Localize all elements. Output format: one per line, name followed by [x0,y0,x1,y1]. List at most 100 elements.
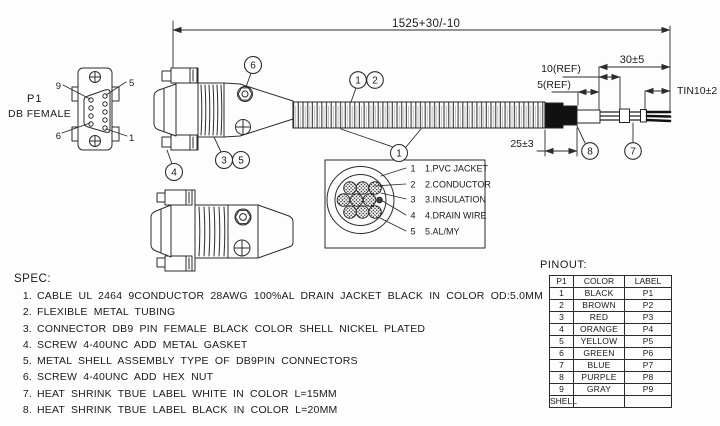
svg-text:3: 3 [221,156,227,167]
cable-end-detail [544,102,672,129]
dim-10ref-text: 10(REF) [541,63,581,75]
pinout-header-label: LABEL [624,275,672,288]
svg-text:6: 6 [250,61,256,72]
jack-screw-bottom [161,134,198,151]
dimension-lines: 1525+30/-10 30±5 10(REF) 5(REF) TIN10±2 … [172,18,717,157]
balloon-6: 6 [243,55,263,75]
db9-face-tab-left-top [71,86,79,102]
jack-screw-top [161,67,198,84]
pinout-header-color: COLOR [573,275,625,288]
callout-balloons: 6 1 2 3 5 4 8 7 [164,55,642,182]
legend-num-2: 2 [410,180,415,190]
svg-text:5: 5 [238,156,244,167]
balloon-8: 8 [581,142,599,160]
legend-num-4: 4 [410,211,415,221]
db9-face-view: 9 5 6 1 P1 DB FEMALE [8,67,134,151]
db9-d-shell-outline [83,89,111,133]
jack-screw-bottom-2 [156,255,193,272]
dim-overall-text: 1525+30/-10 [392,18,460,30]
legend-text-almy: 5.AL/MY [425,227,460,237]
back-shell [223,82,294,138]
pin-label-9: 9 [56,81,61,92]
spec-title: SPEC: [14,273,52,285]
legend-text-pvc: 1.PVC JACKET [425,164,489,174]
pin-label-6: 6 [56,131,61,142]
db9-pin-leaders [61,81,128,137]
strain-relief-rings-2 [194,204,229,259]
legend-text-conductor: 2.CONDUCTOR [425,180,491,190]
legend-text-insulation: 3.INSULATION [425,195,486,205]
legend-num-5: 5 [410,227,415,237]
pin-label-1: 1 [129,133,134,144]
db9-face-tab-right-bottom [111,126,120,142]
connector-side-view-bottom [150,189,294,272]
dim-5ref-text: 5(REF) [537,79,571,91]
conductor-circles [336,181,382,219]
heat-shrink-black [544,102,578,129]
dim-25-text: 25±3 [510,138,533,150]
back-cone-2 [257,204,294,259]
db9-face-screw-bottom [89,135,101,147]
spec-notes: SPEC: 1.CABLE UL 2464 9CONDUCTOR 28AWG 1… [14,273,544,418]
dim-tin-text: TIN10±2 [677,85,717,97]
svg-text:1: 1 [355,76,361,87]
drain-wire-dot [376,196,383,204]
hex-nut-2 [234,208,252,226]
connector-designator: P1 [27,93,42,105]
cross-section-detail: 1 1 2 3 4 5 1.PVC JACKET 2.CONDUCTOR 3.I… [324,128,491,249]
pinout-header-row: P1 COLOR LABEL [549,275,672,288]
connector-front-shell [153,83,177,137]
hex-screw [237,86,253,102]
connector-side-view-top [153,67,294,151]
wire-label-sleeve-1 [619,108,630,123]
pinout-header-pin: P1 [549,275,574,288]
svg-text:2: 2 [372,76,378,87]
db9-face-tab-right-top [111,86,120,102]
spec-item-7: 7.HEAT SHRINK TBUE LABEL WHITE IN COLOR … [22,387,337,400]
balloon-5: 5 [231,150,251,170]
flexible-metal-tubing [292,101,546,129]
jack-screw-top-2 [156,189,193,206]
svg-text:1: 1 [396,149,402,160]
balloon-7: 7 [624,142,642,160]
phillips-screw-2 [233,239,251,257]
balloon-3: 3 [214,150,234,170]
spec-item-1: 1.CABLE UL 2464 9CONDUCTOR 28AWG 100%AL … [22,290,544,302]
db9-face-screw-top [89,71,101,83]
spec-item-4: 4.SCREW 4-40UNC ADD METAL GASKET [22,338,248,351]
legend-leaders [373,167,407,232]
detail-balloon-1: 1 [390,144,408,162]
spec-item-3: 3.CONNECTOR DB9 PIN FEMALE BLACK COLOR S… [22,322,426,335]
tinned-wire-ends [645,110,672,123]
connector-type-label: DB FEMALE [8,108,71,120]
almy-shield-circle [334,174,387,226]
spec-item-6: 6.SCREW 4-40UNC ADD HEX NUT [22,371,214,384]
spec-item-8: 8.HEAT SHRINK TBUE LABEL BLACK IN COLOR … [22,404,338,417]
pvc-jacket-circle [326,166,395,234]
legend-num-1: 1 [410,164,415,174]
spec-item-5: 5.METAL SHELL ASSEMBLY TYPE OF DB9PIN CO… [22,355,358,368]
svg-text:8: 8 [587,147,593,158]
heat-shrink-white [576,109,601,124]
balloon-2-cable: 2 [366,71,384,89]
balloon-1-cable: 1 [349,71,367,89]
dim-30-text: 30±5 [620,54,644,66]
legend-num-3: 3 [410,195,415,205]
svg-text:7: 7 [630,147,636,158]
db9-pin-holes [88,93,108,131]
pinout-row-shell: SHELL [549,395,672,408]
pinout-title: PINOUT: [540,259,587,271]
spec-item-2: 2.FLEXIBLE METAL TUBING [22,306,176,319]
legend-text-drain: 4.DRAIN WIRE [425,211,487,221]
